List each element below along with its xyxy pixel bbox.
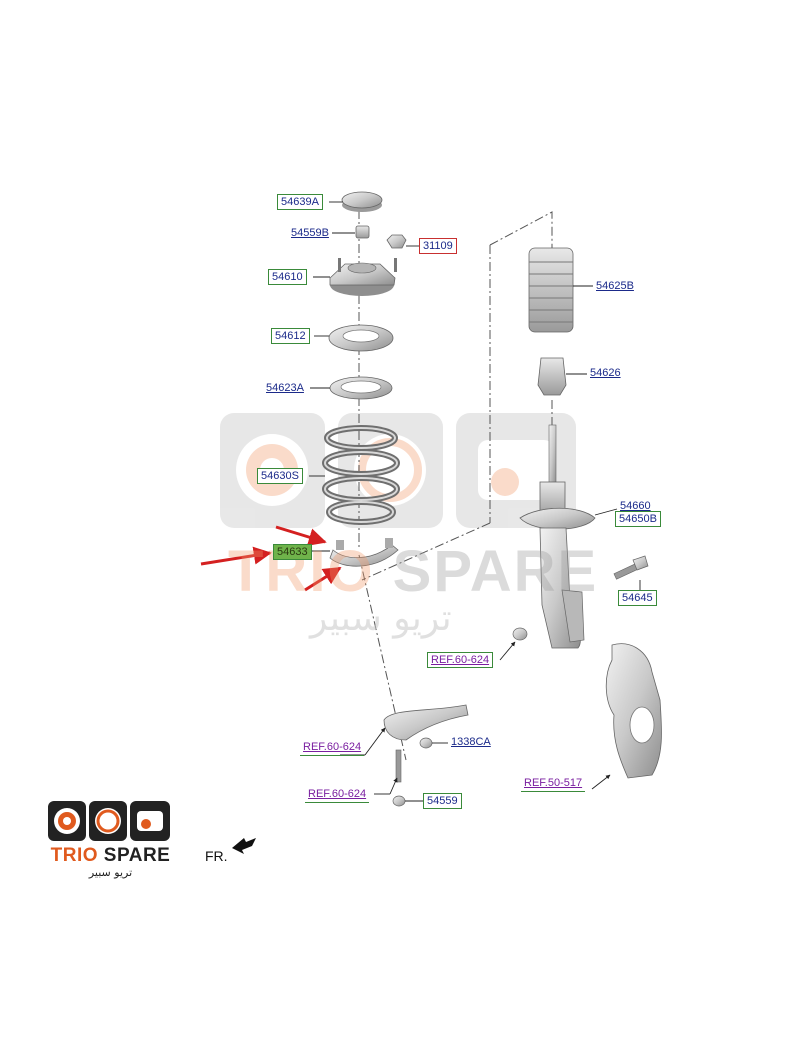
logo-brand: TRIO SPARE <box>48 845 173 867</box>
logo-icons <box>48 801 170 841</box>
label-54660: 54660 <box>620 500 651 512</box>
label-54559B: 54559B <box>291 227 329 239</box>
highlight-arrows <box>200 525 342 592</box>
part-54612-bearing <box>328 324 394 352</box>
part-54610-strut-mount <box>329 258 397 296</box>
label-54610: 54610 <box>268 269 307 285</box>
part-54559B-nut <box>355 225 370 239</box>
label-ref-60-624-strut: REF.60-624 <box>427 652 494 668</box>
part-54559-nut <box>392 795 406 807</box>
part-54639A-cap <box>341 191 383 212</box>
label-54612: 54612 <box>271 328 310 344</box>
part-lower-arm-bracket <box>383 704 469 741</box>
front-direction-label: FR. <box>205 848 228 864</box>
label-ref-50-517: REF.50-517 <box>521 776 586 792</box>
label-54633: 54633 <box>273 544 312 560</box>
label-54623A: 54623A <box>266 382 304 394</box>
label-ref-60-624-arm: REF.60-624 <box>300 740 365 756</box>
label-54559: 54559 <box>423 793 462 809</box>
label-54626: 54626 <box>590 367 621 379</box>
part-steering-knuckle <box>605 643 662 779</box>
label-ref-60-624-stud: REF.60-624 <box>305 787 370 803</box>
logo-arabic: تريو سبير <box>88 866 133 879</box>
watermark-brand-b: SPARE <box>392 539 599 604</box>
part-ref-nut <box>512 627 528 641</box>
part-54660-strut-assembly <box>519 424 596 649</box>
label-54650B: 54650B <box>615 511 661 527</box>
part-54630S-coil-highlight <box>324 427 398 523</box>
part-54626-bump-stop <box>537 357 567 396</box>
label-31109: 31109 <box>419 238 457 254</box>
leader-lines <box>309 201 641 802</box>
watermark-arabic: تريو سبير <box>310 598 452 639</box>
part-54645-bolt <box>613 555 649 580</box>
logo-brand-b: SPARE <box>103 845 171 866</box>
part-1338CA-nut <box>419 737 433 749</box>
part-stud-bolt <box>395 749 402 783</box>
label-54630S: 54630S <box>257 468 303 484</box>
part-54623A-insulator <box>329 376 393 400</box>
logo-brand-a: TRIO <box>50 845 99 866</box>
label-54625B: 54625B <box>596 280 634 292</box>
label-54645: 54645 <box>618 590 657 606</box>
part-54625B-dust-boot <box>528 247 574 333</box>
label-1338CA: 1338CA <box>451 736 491 748</box>
label-54639A: 54639A <box>277 194 323 210</box>
front-direction-arrow-icon <box>232 838 256 854</box>
part-31109-nut <box>386 234 407 249</box>
part-54633-spring-seat <box>329 538 399 567</box>
